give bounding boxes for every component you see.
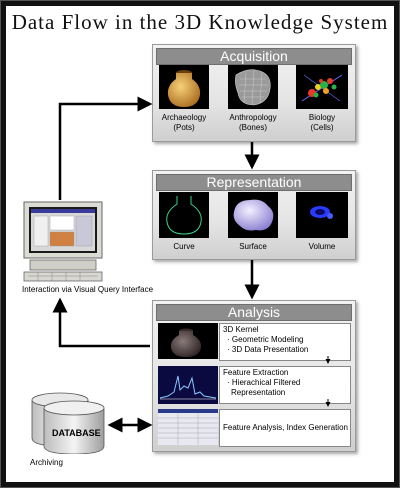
analysis-panel: Analysis 3D Kernel · Geometric Modeling … (152, 300, 356, 452)
arrow-analysis-to-interface (52, 297, 150, 348)
arrow-interface-to-acquisition (58, 96, 153, 200)
archaeology-label: Archaeology (Pots) (153, 113, 215, 133)
cell-image (296, 65, 348, 109)
representation-heading: Representation (156, 174, 352, 191)
representation-panel: Representation Curve Surface Volume (152, 170, 356, 260)
computer-icon (22, 200, 104, 282)
curve-image (159, 192, 209, 238)
archiving-label: Archiving (30, 458, 63, 467)
feature-item-hierachical: · Hierachical Filtered (227, 378, 301, 387)
kernel-title: 3D Kernel (223, 325, 259, 334)
diagram-title: Data Flow in the 3D Knowledge System (11, 10, 389, 34)
curve-label: Curve (173, 242, 195, 251)
volume-image (296, 192, 348, 238)
surface-image (228, 192, 278, 238)
biology-title: Biology (308, 113, 336, 122)
index-box (219, 409, 351, 447)
database-label: DATABASE (52, 428, 101, 438)
anthropology-title: Anthropology (229, 113, 277, 122)
biology-label: Biology (Cells) (293, 113, 351, 133)
kernel-box (219, 323, 351, 361)
anthropology-sub: (Bones) (238, 123, 267, 132)
feature-title: Feature Extraction (223, 368, 289, 377)
interface-label: Interaction via Visual Query Interface (22, 285, 154, 294)
feature-item-representation: Representation (231, 388, 286, 397)
anthropology-label: Anthropology (Bones) (221, 113, 285, 133)
kernel-item-geometric: · Geometric Modeling (227, 335, 304, 344)
index-table-image (158, 409, 218, 445)
volume-label: Volume (308, 242, 336, 251)
kernel-item-presentation: · 3D Data Presentation (227, 345, 309, 354)
bone-image (228, 65, 278, 109)
analysis-heading: Analysis (156, 304, 352, 321)
pot-image (159, 65, 209, 109)
index-label: Feature Analysis, Index Generation (223, 423, 348, 432)
archaeology-sub: (Pots) (173, 123, 195, 132)
archaeology-title: Archaeology (161, 113, 207, 122)
kernel-image (158, 323, 218, 359)
acquisition-panel: Acquisition Archaeology (Pots) Anthropol… (152, 44, 356, 142)
feature-image (158, 366, 218, 404)
acquisition-heading: Acquisition (156, 48, 352, 65)
surface-label: Surface (239, 242, 267, 251)
biology-sub: (Cells) (310, 123, 334, 132)
database-icon (30, 390, 108, 455)
feature-box (219, 366, 351, 404)
